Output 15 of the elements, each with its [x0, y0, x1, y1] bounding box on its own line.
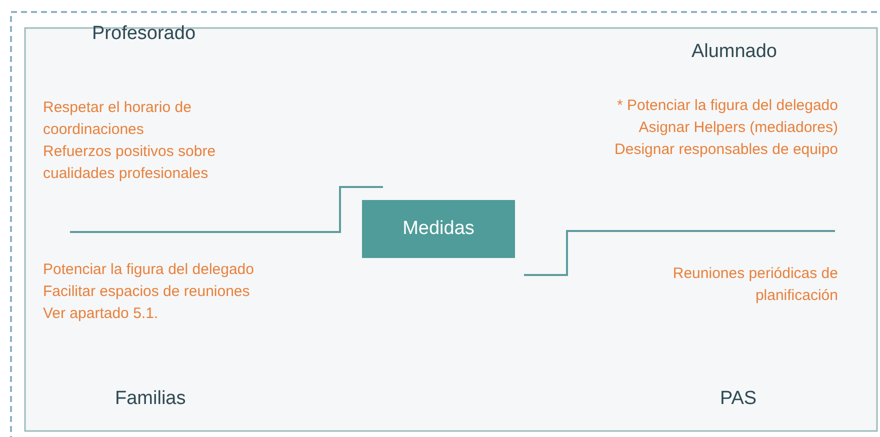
group-heading: PAS	[720, 388, 758, 410]
measure-text: * Potenciar la figura del delegado	[616, 96, 838, 116]
measure-text: Reuniones periódicas de planificación	[672, 264, 838, 306]
measure-text: Ver apartado 5.1.	[43, 304, 160, 324]
group-heading: Familias	[115, 388, 187, 410]
group-heading: Profesorado	[92, 23, 197, 45]
measure-text: Potenciar la figura del delegado	[43, 260, 255, 280]
measure-text: Asignar Helpers (mediadores)	[638, 118, 838, 138]
measure-text: Refuerzos positivos sobre cualidades profesionales	[43, 142, 217, 184]
group-heading: Alumnado	[690, 41, 777, 63]
box-title: Medidas	[402, 218, 474, 240]
measure-text: Respetar el horario de coordinaciones	[43, 98, 192, 140]
measure-text: Facilitar espacios de reuniones	[43, 282, 251, 302]
central-box	[362, 200, 515, 258]
measure-text: Designar responsables de equipo	[614, 140, 838, 160]
